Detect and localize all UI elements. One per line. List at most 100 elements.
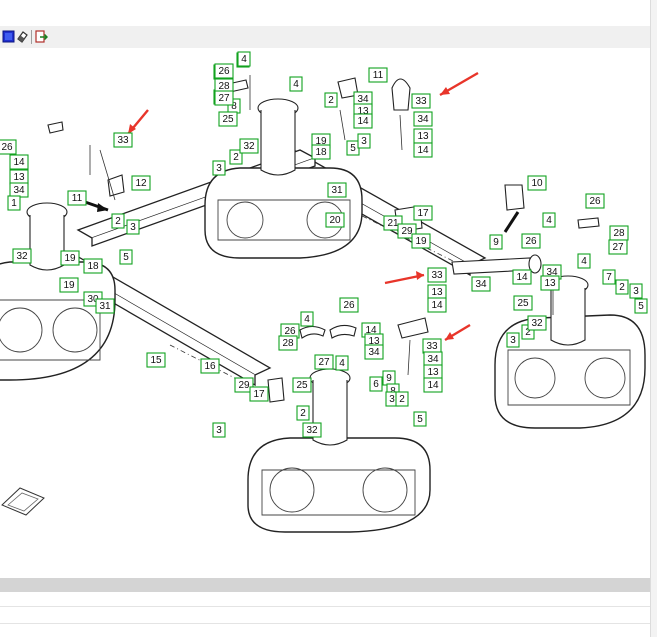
callout-18[interactable]: 18 xyxy=(83,258,103,274)
callout-5[interactable]: 5 xyxy=(346,140,360,156)
callout-25[interactable]: 25 xyxy=(218,111,238,127)
callout-14[interactable]: 14 xyxy=(427,297,447,313)
callout-9[interactable]: 9 xyxy=(382,370,396,386)
callout-18[interactable]: 18 xyxy=(311,144,331,160)
callout-10[interactable]: 10 xyxy=(527,175,547,191)
callout-4[interactable]: 4 xyxy=(335,355,349,371)
callout-13[interactable]: 13 xyxy=(413,128,433,144)
callout-26[interactable]: 26 xyxy=(339,297,359,313)
callout-5[interactable]: 5 xyxy=(413,411,427,427)
callout-number: 27 xyxy=(612,242,624,253)
callout-3[interactable]: 3 xyxy=(212,422,226,438)
callout-28[interactable]: 28 xyxy=(278,335,298,351)
callout-6[interactable]: 6 xyxy=(369,376,383,392)
callout-number: 32 xyxy=(243,141,255,152)
blue-square-icon[interactable] xyxy=(2,30,15,43)
callout-19[interactable]: 19 xyxy=(59,277,79,293)
callout-14[interactable]: 14 xyxy=(423,377,443,393)
callout-2[interactable]: 2 xyxy=(229,149,243,165)
callout-4[interactable]: 4 xyxy=(289,76,303,92)
callout-3[interactable]: 3 xyxy=(629,283,643,299)
callout-number: 19 xyxy=(64,253,76,264)
parts-diagram-canvas[interactable]: 4262733261413341111223321918519303115162… xyxy=(0,48,650,539)
callout-2[interactable]: 2 xyxy=(615,279,629,295)
callout-33[interactable]: 33 xyxy=(113,132,133,148)
callout-3[interactable]: 3 xyxy=(212,160,226,176)
callout-32[interactable]: 32 xyxy=(239,138,259,154)
callout-3[interactable]: 3 xyxy=(126,219,140,235)
callout-34[interactable]: 34 xyxy=(9,182,29,198)
callout-5[interactable]: 5 xyxy=(634,298,648,314)
callout-34[interactable]: 34 xyxy=(471,276,491,292)
callout-4[interactable]: 4 xyxy=(542,212,556,228)
callout-17[interactable]: 17 xyxy=(413,205,433,221)
callout-15[interactable]: 15 xyxy=(146,352,166,368)
callout-2[interactable]: 2 xyxy=(296,405,310,421)
callout-number: 34 xyxy=(427,354,439,365)
vertical-scrollbar[interactable] xyxy=(650,0,657,637)
callout-13[interactable]: 13 xyxy=(427,284,447,300)
callout-27[interactable]: 27 xyxy=(314,354,334,370)
callout-number: 25 xyxy=(296,380,308,391)
callout-12[interactable]: 12 xyxy=(131,175,151,191)
callout-20[interactable]: 20 xyxy=(325,212,345,228)
callout-number: 3 xyxy=(361,136,367,147)
callout-4[interactable]: 4 xyxy=(300,311,314,327)
callout-28[interactable]: 28 xyxy=(609,225,629,241)
callout-2[interactable]: 2 xyxy=(395,391,409,407)
callout-32[interactable]: 32 xyxy=(527,315,547,331)
callout-14[interactable]: 14 xyxy=(512,269,532,285)
callout-34[interactable]: 34 xyxy=(423,351,443,367)
callout-33[interactable]: 33 xyxy=(411,93,431,109)
callout-26[interactable]: 26 xyxy=(214,63,234,79)
callout-2[interactable]: 2 xyxy=(324,92,338,108)
callout-2[interactable]: 2 xyxy=(111,213,125,229)
exploded-parts-diagram: 4262733261413341111223321918519303115162… xyxy=(0,51,648,533)
callout-14[interactable]: 14 xyxy=(413,142,433,158)
callout-9[interactable]: 9 xyxy=(489,234,503,250)
callout-4[interactable]: 4 xyxy=(577,253,591,269)
callout-13[interactable]: 13 xyxy=(540,275,560,291)
callout-29[interactable]: 29 xyxy=(234,377,254,393)
callout-26[interactable]: 26 xyxy=(521,233,541,249)
callout-11[interactable]: 11 xyxy=(368,67,388,83)
callout-16[interactable]: 16 xyxy=(200,358,220,374)
callout-34[interactable]: 34 xyxy=(413,111,433,127)
callout-4[interactable]: 4 xyxy=(237,51,251,67)
callout-26[interactable]: 26 xyxy=(585,193,605,209)
callout-25[interactable]: 25 xyxy=(513,295,533,311)
callout-31[interactable]: 31 xyxy=(95,298,115,314)
callout-7[interactable]: 7 xyxy=(602,269,616,285)
callout-27[interactable]: 27 xyxy=(214,90,234,106)
export-icon[interactable] xyxy=(35,30,48,43)
callout-number: 19 xyxy=(315,136,327,147)
callout-5[interactable]: 5 xyxy=(119,249,133,265)
callout-13[interactable]: 13 xyxy=(423,364,443,380)
callout-32[interactable]: 32 xyxy=(12,248,32,264)
callout-number: 10 xyxy=(531,178,543,189)
callout-3[interactable]: 3 xyxy=(357,133,371,149)
callout-11[interactable]: 11 xyxy=(67,190,87,206)
callout-32[interactable]: 32 xyxy=(302,422,322,438)
callout-number: 11 xyxy=(373,70,384,81)
callout-19[interactable]: 19 xyxy=(60,250,80,266)
callout-19[interactable]: 19 xyxy=(411,233,431,249)
callout-number: 9 xyxy=(386,373,392,384)
compass-arrow-icon xyxy=(1,487,45,516)
eraser-icon[interactable] xyxy=(16,30,29,43)
callout-1[interactable]: 1 xyxy=(7,195,21,211)
callout-25[interactable]: 25 xyxy=(292,377,312,393)
callout-33[interactable]: 33 xyxy=(422,338,442,354)
callout-27[interactable]: 27 xyxy=(608,239,628,255)
callout-3[interactable]: 3 xyxy=(506,332,520,348)
callout-17[interactable]: 17 xyxy=(249,386,269,402)
track-rear-right xyxy=(494,314,646,429)
lower-panel-upper xyxy=(0,538,650,578)
callout-26[interactable]: 26 xyxy=(0,139,17,155)
callout-31[interactable]: 31 xyxy=(327,182,347,198)
callout-14[interactable]: 14 xyxy=(353,113,373,129)
callout-34[interactable]: 34 xyxy=(364,344,384,360)
callout-13[interactable]: 13 xyxy=(9,169,29,185)
callout-14[interactable]: 14 xyxy=(9,154,29,170)
callout-33[interactable]: 33 xyxy=(427,267,447,283)
